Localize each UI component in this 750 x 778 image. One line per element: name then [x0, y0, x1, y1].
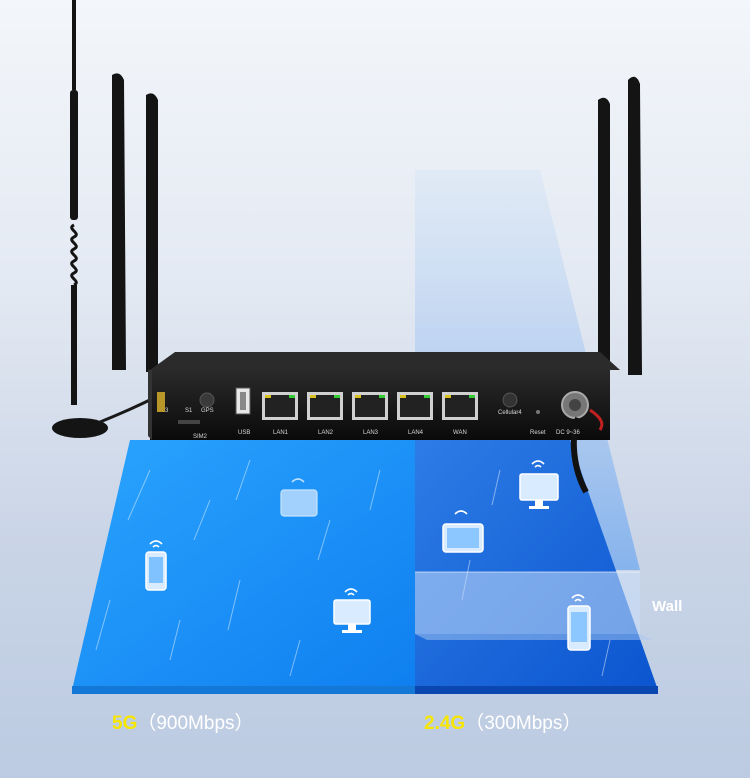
wall-label: Wall — [652, 598, 683, 615]
tablet-icon-right — [442, 510, 484, 553]
port-label-sim2: SIM2 — [193, 434, 208, 440]
antennas — [52, 0, 642, 438]
phone-icon-right — [567, 594, 591, 651]
port-label-gps: GPS — [201, 408, 214, 414]
port-label-s1: S1 — [185, 408, 193, 414]
caption-5g-band: 5G — [112, 713, 138, 734]
caption-5g: 5G（900Mbps） — [112, 708, 254, 735]
caption-24g-band: 2.4G — [424, 713, 466, 734]
port-label-lan2: LAN2 — [318, 430, 334, 436]
floor-5g — [72, 440, 415, 690]
caption-24g-speed: （300Mbps） — [465, 713, 582, 734]
cellular-antenna-port — [502, 392, 518, 408]
port-label-lan4: LAN4 — [408, 430, 424, 436]
port-label-sim3: 3 — [165, 408, 169, 414]
tablet-icon — [280, 478, 318, 517]
port-label-reset: Reset — [530, 430, 546, 436]
port-label-lan3: LAN3 — [363, 430, 379, 436]
port-label-cellular4: Cellular4 — [498, 410, 522, 416]
whip-antenna-rod — [72, 0, 76, 90]
ethernet-ports — [262, 392, 478, 420]
port-label-usb: USB — [238, 430, 251, 436]
magnetic-base — [52, 418, 108, 438]
floor-edge-5g — [72, 686, 415, 694]
caption-24g: 2.4G（300Mbps） — [424, 708, 581, 735]
wall — [415, 571, 652, 640]
floor-edge-24g — [415, 686, 658, 694]
phone-icon — [145, 540, 167, 591]
router — [148, 352, 620, 494]
monitor-icon-right — [519, 460, 559, 509]
port-label-dc: DC 9~36 — [556, 430, 580, 436]
monitor-icon — [333, 588, 371, 633]
caption-5g-speed: （900Mbps） — [137, 713, 254, 734]
port-label-wan: WAN — [453, 430, 467, 436]
port-label-lan1: LAN1 — [273, 430, 289, 436]
reset-hole — [536, 410, 540, 414]
